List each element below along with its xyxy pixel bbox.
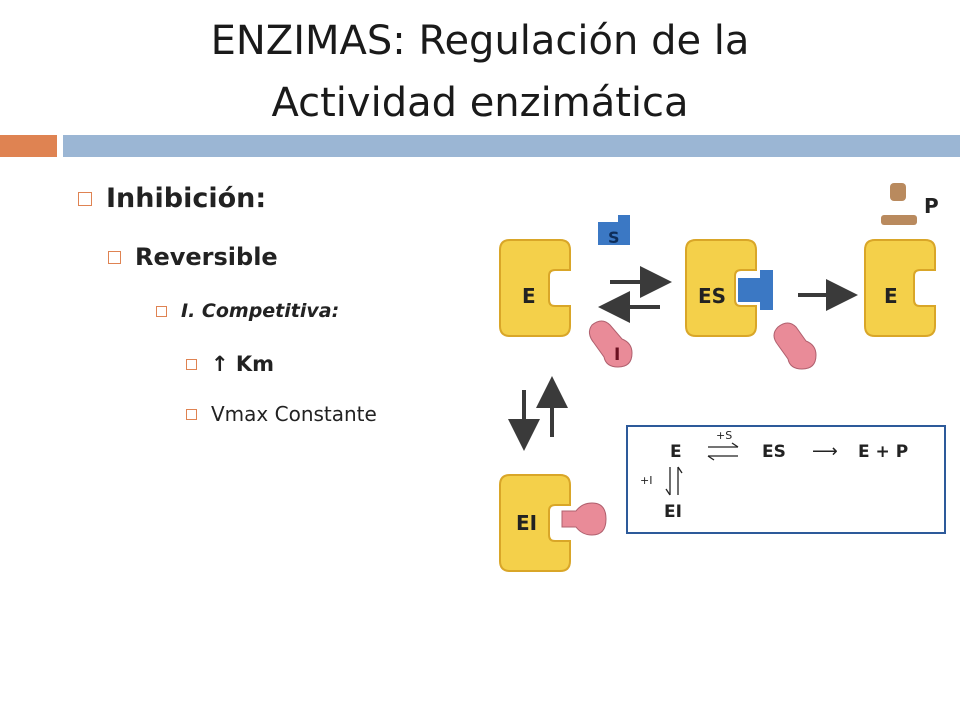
competitive-inhibition-diagram: E S I ES P E EI E [499, 183, 946, 572]
scheme-plus-s: +S [716, 429, 732, 442]
bullet-text: Vmax Constante [211, 402, 377, 426]
bullet-box-icon [78, 191, 92, 206]
bullet-competitiva: I. Competitiva: [156, 300, 339, 322]
bullet-box-icon [156, 305, 167, 317]
enzyme-e: E [499, 239, 571, 337]
bullet-text: ↑ Km [211, 352, 275, 376]
bullet-reversible: Reversible [108, 243, 278, 271]
accent-bar-orange [0, 135, 57, 157]
slide-title: ENZIMAS: Regulación de la Actividad enzi… [0, 10, 960, 134]
bullet-inhibicion: Inhibición: [78, 183, 266, 214]
reaction-scheme: E +S ES ⟶ E + P +I EI [626, 425, 946, 534]
scheme-arrow: ⟶ [812, 441, 838, 462]
inhibitor-label: I [614, 345, 620, 365]
es-label: ES [698, 284, 726, 308]
bullet-box-icon [186, 358, 197, 370]
inhibitor-shape [773, 322, 817, 370]
scheme-e: E [670, 442, 682, 462]
accent-bar-blue [63, 135, 960, 157]
scheme-plus-i: +I [640, 474, 652, 487]
scheme-es: ES [762, 442, 786, 462]
substrate-label: S [608, 228, 620, 247]
bullet-text: Reversible [135, 243, 278, 271]
bullet-vmax: Vmax Constante [186, 402, 377, 426]
title-line-2: Actividad enzimática [271, 80, 689, 126]
enzyme-e-free: E [864, 239, 936, 337]
bullet-text: I. Competitiva: [181, 300, 340, 322]
bullet-km: ↑ Km [186, 352, 274, 376]
enzyme-e-label: E [522, 284, 536, 308]
product-p: P [881, 183, 939, 225]
enzyme-substrate-complex: ES [685, 239, 773, 337]
scheme-ei: EI [664, 502, 682, 522]
bullet-box-icon [186, 408, 197, 420]
ei-label: EI [516, 511, 537, 535]
enzyme-e-free-label: E [884, 284, 898, 308]
bullet-box-icon [108, 250, 121, 264]
inhibitor-i: I [588, 320, 633, 368]
enzyme-inhibitor-complex: EI [499, 474, 607, 572]
title-line-1: ENZIMAS: Regulación de la [210, 18, 750, 64]
substrate-s: S [598, 215, 630, 247]
bullet-text: Inhibición: [106, 183, 267, 214]
product-label: P [924, 194, 939, 218]
scheme-e-plus-p: E + P [858, 442, 908, 462]
